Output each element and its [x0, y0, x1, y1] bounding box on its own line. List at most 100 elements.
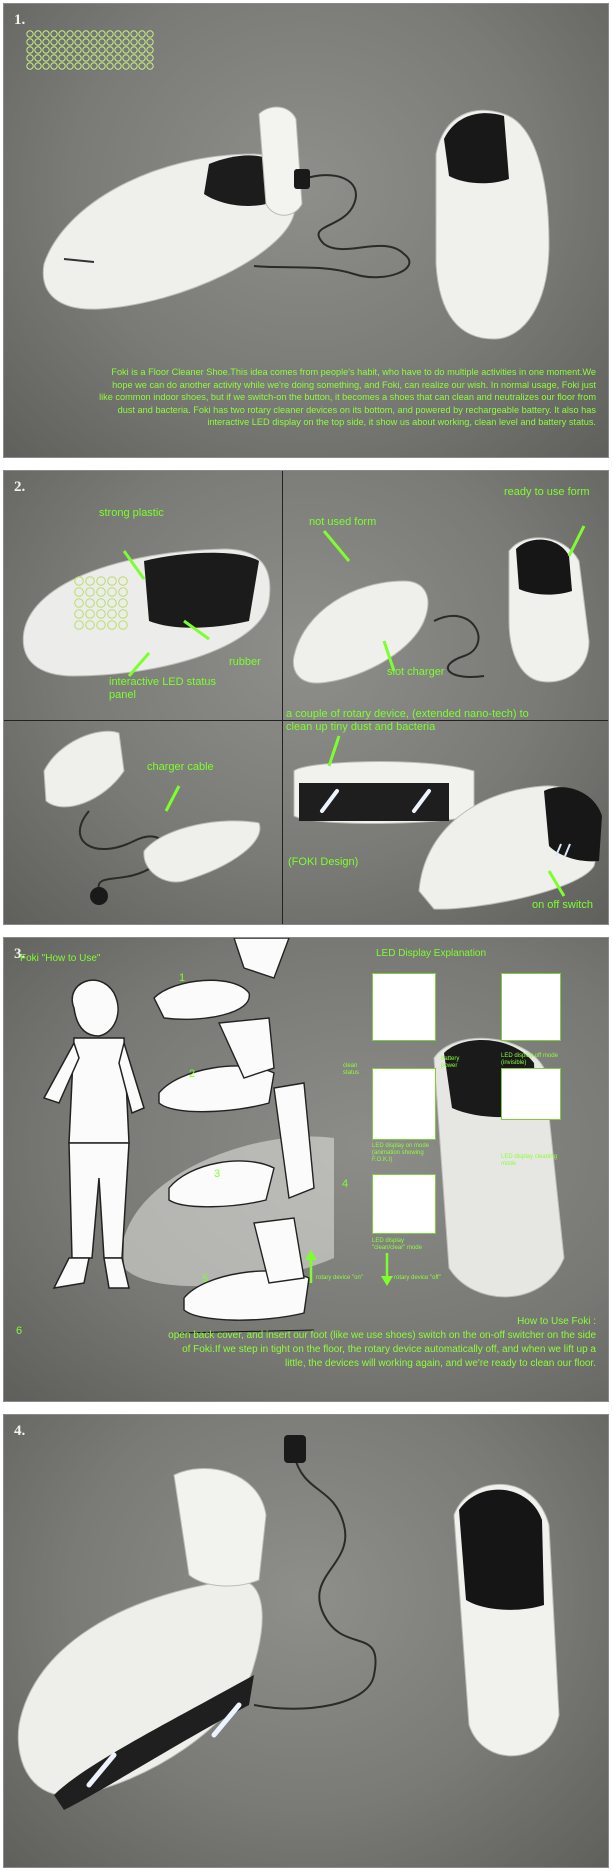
led-dot [42, 46, 50, 54]
led-dot [74, 609, 84, 619]
charger-cable-final [253, 1454, 377, 1710]
led-dot [98, 62, 106, 70]
led-dot [74, 587, 84, 597]
led-card-on [372, 1068, 436, 1140]
howto-instructions: How to Use Foki : open back cover, and i… [166, 1315, 596, 1371]
led-dot [66, 54, 74, 62]
charger-plug-final [284, 1435, 306, 1463]
led-dot [146, 38, 154, 46]
led-dot [138, 38, 146, 46]
step-number: 5 [202, 1273, 209, 1285]
panel-how-to-use: 3. Foki "How to Use" LED Display Explana… [3, 937, 609, 1402]
led-dot [98, 30, 106, 38]
led-dot [42, 38, 50, 46]
step-number: 6 [16, 1325, 23, 1337]
caption-cleaning-mode: LED display cleaning mode [501, 1154, 558, 1167]
led-dot [122, 38, 130, 46]
label-on-off-switch: on off switch [532, 899, 593, 911]
led-dot [58, 38, 66, 46]
led-dot [90, 46, 98, 54]
led-dot [106, 62, 114, 70]
led-dot [74, 38, 82, 46]
quad-divider-horizontal [4, 720, 608, 721]
led-dot [106, 30, 114, 38]
label-slot-charger: slot charger [387, 666, 445, 678]
final-render [17, 1435, 560, 1810]
panel-intro: 1. Foki is a Floor Cleaner Shoe.This ide… [3, 3, 609, 458]
quad-divider-vertical [282, 471, 283, 924]
led-dot [50, 62, 58, 70]
label-rotary-device: a couple of rotary device, (extended nan… [286, 708, 529, 733]
led-dot [138, 30, 146, 38]
label-ready-form: ready to use form [504, 486, 590, 498]
shoe-side-bl [143, 820, 261, 883]
led-dot [106, 46, 114, 54]
caption-battery-power: battery power [441, 1056, 460, 1069]
led-dot [34, 54, 42, 62]
label-charger-cable: charger cable [147, 761, 214, 773]
led-dot [90, 38, 98, 46]
led-dot [90, 30, 98, 38]
led-dot [106, 54, 114, 62]
led-dot [118, 609, 128, 619]
charger-plug [294, 169, 310, 189]
led-dot [66, 46, 74, 54]
led-dot [50, 30, 58, 38]
led-dot [130, 30, 138, 38]
panel-parts: 2. strong plastic rubber interactive LED… [3, 470, 609, 925]
led-dot [82, 46, 90, 54]
howto-instructions-text: open back cover, and insert our foot (li… [168, 1330, 596, 1369]
panel-number: 2. [14, 479, 26, 495]
girl-figure [42, 979, 145, 1289]
led-dot [50, 46, 58, 54]
floor-line [178, 1329, 315, 1334]
led-dot [42, 62, 50, 70]
led-dot [85, 609, 95, 619]
cable-tr [433, 614, 485, 678]
arrow-down-head [381, 1276, 393, 1286]
intro-render [26, 30, 550, 340]
led-dot [138, 46, 146, 54]
led-dot [74, 576, 84, 586]
rotary-light-right [412, 789, 431, 813]
shoe-left-slot [63, 258, 95, 263]
led-card-clean-battery [372, 973, 436, 1041]
led-card-cleaning [501, 1068, 561, 1120]
led-dot [90, 62, 98, 70]
led-dot [26, 62, 34, 70]
rotary-light-left [320, 789, 339, 813]
led-dot [66, 30, 74, 38]
step-number: 3 [214, 1168, 221, 1180]
led-dot [66, 38, 74, 46]
led-dot [82, 38, 90, 46]
led-dot [118, 576, 128, 586]
caption-clean-mode: LED display "clean/clear" mode [372, 1238, 422, 1251]
led-dot [74, 620, 84, 630]
shoe-left-final-brushes [54, 1675, 254, 1810]
arrow-up-head [305, 1250, 317, 1260]
led-dot [96, 620, 106, 630]
step-illustrations [153, 938, 315, 1321]
led-dot [26, 38, 34, 46]
led-dot [74, 30, 82, 38]
led-dot [42, 54, 50, 62]
rotary-brush-panel [299, 783, 449, 821]
led-dot [26, 54, 34, 62]
led-dot [118, 598, 128, 608]
led-dot [82, 54, 90, 62]
led-dot [34, 38, 42, 46]
shoe-topview-opening [144, 552, 259, 628]
caption-clean-status: clean status [343, 1063, 360, 1076]
charger-cable [253, 174, 411, 279]
on-off-switch-icon [555, 843, 571, 857]
led-dot [107, 598, 117, 608]
led-dot [96, 609, 106, 619]
label-interactive-led: interactive LED status panel [109, 676, 216, 701]
led-dot [34, 62, 42, 70]
step-number: 1 [179, 972, 186, 984]
led-dot [122, 54, 130, 62]
howto-title: Foki "How to Use" [20, 953, 101, 964]
label-foki-design: (FOKI Design) [288, 856, 359, 868]
led-dot [50, 54, 58, 62]
led-dot [58, 62, 66, 70]
